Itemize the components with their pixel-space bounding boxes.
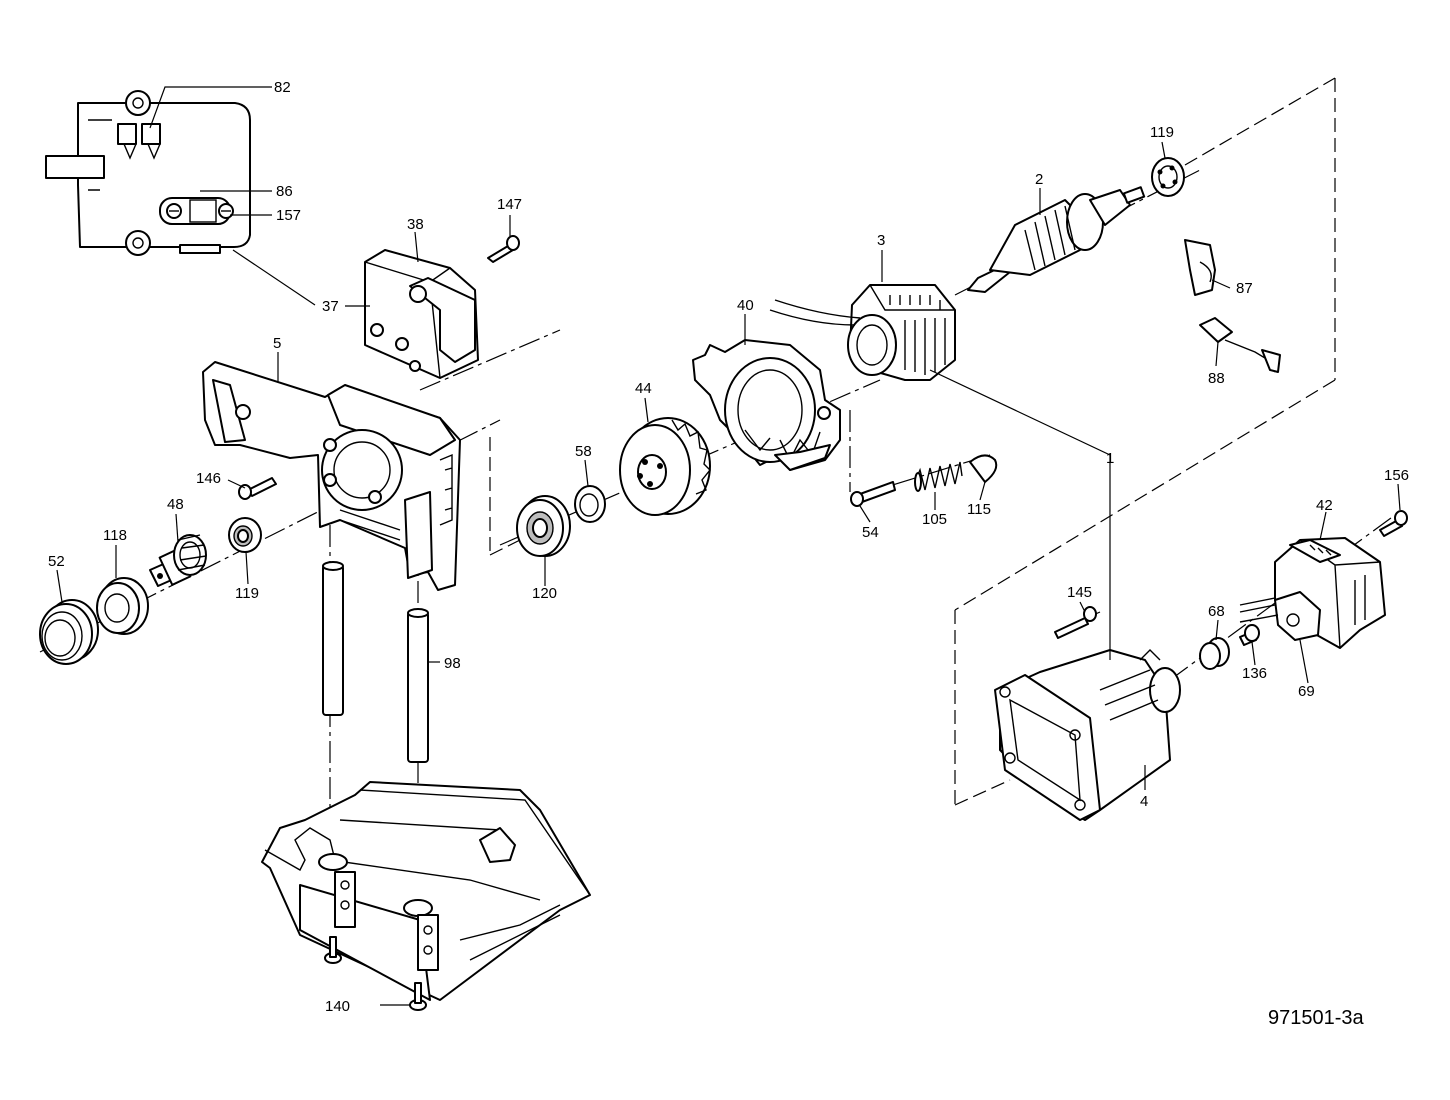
label-48: 48 bbox=[167, 496, 184, 513]
label-38: 38 bbox=[407, 216, 424, 233]
screw-146-part bbox=[238, 477, 277, 500]
label-119-left: 119 bbox=[235, 585, 259, 602]
screw-147-part bbox=[487, 235, 520, 263]
label-68: 68 bbox=[1208, 603, 1225, 620]
label-69: 69 bbox=[1298, 683, 1315, 700]
label-146: 146 bbox=[196, 470, 221, 487]
label-119-right: 119 bbox=[1150, 124, 1174, 141]
part-labels: 82 86 157 37 38 147 5 146 48 52 118 119 … bbox=[48, 79, 1409, 1015]
seal-52-part bbox=[39, 599, 99, 665]
switch-part bbox=[364, 249, 479, 379]
label-44: 44 bbox=[635, 380, 652, 397]
bearing-120-part bbox=[516, 495, 571, 557]
label-105: 105 bbox=[922, 511, 947, 528]
leader-lines bbox=[56, 86, 1401, 1006]
label-82: 82 bbox=[274, 79, 291, 96]
base-part bbox=[261, 781, 591, 1001]
screw-140-part bbox=[324, 936, 427, 1011]
fan-40-part bbox=[692, 339, 841, 471]
label-4: 4 bbox=[1140, 793, 1148, 810]
terminal-block-69-part bbox=[1239, 591, 1321, 641]
carbon-brush-88-part bbox=[1199, 317, 1281, 373]
stator-3-part bbox=[769, 284, 956, 381]
armature-2-part bbox=[967, 186, 1146, 293]
label-118: 118 bbox=[103, 527, 127, 544]
label-147: 147 bbox=[497, 196, 522, 213]
screw-145-part bbox=[1054, 606, 1097, 639]
switch-plate-part bbox=[45, 90, 251, 256]
cap-115-part bbox=[969, 454, 998, 483]
label-5: 5 bbox=[273, 335, 281, 352]
brush-holder-87-part bbox=[1184, 239, 1216, 296]
label-136: 136 bbox=[1242, 665, 1267, 682]
label-156: 156 bbox=[1384, 467, 1409, 484]
gear-44-part bbox=[619, 417, 711, 516]
bushing-68-part bbox=[1199, 637, 1230, 670]
screw-136-part bbox=[1239, 624, 1260, 646]
bearing-119-right-part bbox=[1151, 157, 1185, 197]
label-3: 3 bbox=[877, 232, 885, 249]
label-88: 88 bbox=[1208, 370, 1225, 387]
label-157: 157 bbox=[276, 207, 301, 224]
label-86: 86 bbox=[276, 183, 293, 200]
label-145: 145 bbox=[1067, 584, 1092, 601]
bearing-119-left-part bbox=[228, 517, 262, 553]
screw-156-part bbox=[1379, 510, 1408, 537]
bearing-118-part bbox=[96, 577, 149, 635]
gear-housing-part bbox=[202, 361, 461, 591]
label-58: 58 bbox=[575, 443, 592, 460]
label-54: 54 bbox=[862, 524, 879, 541]
drawing-number: 971501-3a bbox=[1268, 1007, 1365, 1029]
label-37: 37 bbox=[322, 298, 339, 315]
label-42: 42 bbox=[1316, 497, 1333, 514]
label-2: 2 bbox=[1035, 171, 1043, 188]
label-1: 1 bbox=[1106, 450, 1114, 467]
spring-105-part bbox=[914, 461, 963, 492]
label-120: 120 bbox=[532, 585, 557, 602]
brush-holder-screw-54-part bbox=[850, 481, 896, 507]
label-140: 140 bbox=[325, 998, 350, 1015]
label-115: 115 bbox=[967, 501, 991, 518]
motor-housing-4-part bbox=[994, 649, 1181, 821]
label-52: 52 bbox=[48, 553, 65, 570]
label-87: 87 bbox=[1236, 280, 1253, 297]
label-98: 98 bbox=[444, 655, 461, 672]
guide-rods-part bbox=[322, 561, 429, 763]
pinion-shaft-part bbox=[149, 534, 207, 587]
washer-58-part bbox=[574, 485, 606, 523]
label-40: 40 bbox=[737, 297, 754, 314]
